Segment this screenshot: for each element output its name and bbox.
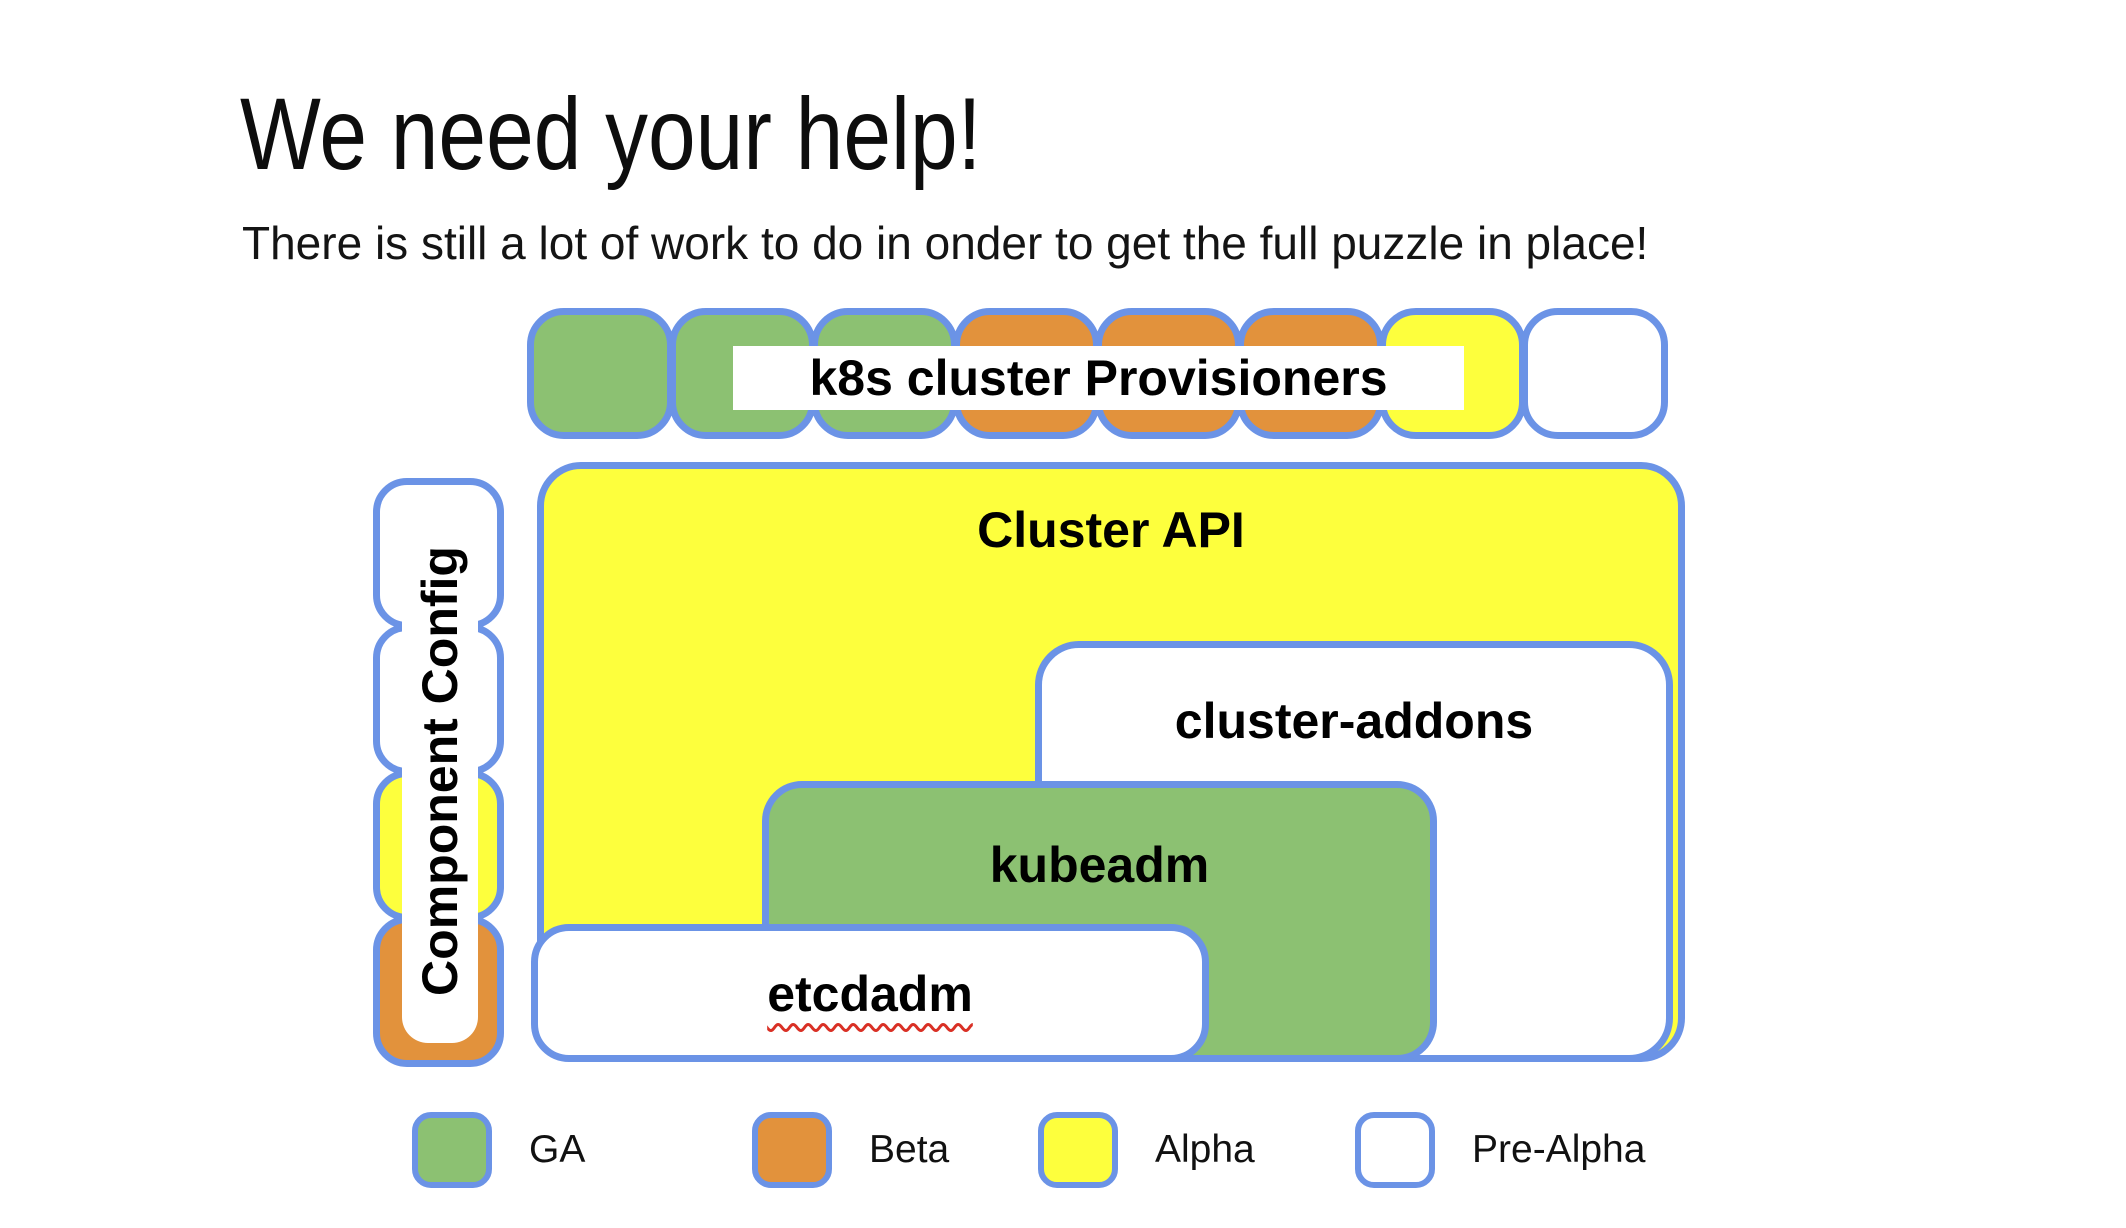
legend-label-beta: Beta bbox=[869, 1128, 950, 1171]
component-config-label-text: Component Config bbox=[412, 546, 468, 996]
legend-label-alpha: Alpha bbox=[1155, 1128, 1255, 1171]
legend-item-beta: Beta bbox=[752, 1112, 949, 1188]
provisioners-label: k8s cluster Provisioners bbox=[733, 346, 1464, 410]
cluster-api-label: Cluster API bbox=[977, 502, 1245, 558]
legend-swatch-beta bbox=[752, 1112, 832, 1188]
etcdadm-label-text: etcdadm bbox=[767, 966, 973, 1022]
legend-swatch-alpha bbox=[1038, 1112, 1118, 1188]
kubeadm-label-text: kubeadm bbox=[989, 837, 1210, 893]
legend-item-alpha: Alpha bbox=[1038, 1112, 1255, 1188]
legend: GA Beta Alpha Pre-Alpha bbox=[0, 1112, 2126, 1192]
legend-swatch-ga bbox=[412, 1112, 492, 1188]
slide-title: We need your help! bbox=[240, 77, 982, 192]
component-config-label: Component Config bbox=[402, 499, 478, 1043]
legend-item-pre-alpha: Pre-Alpha bbox=[1355, 1112, 1645, 1188]
kubeadm-label: kubeadm bbox=[769, 836, 1430, 894]
etcdadm-box: etcdadm bbox=[531, 924, 1209, 1062]
etcdadm-label: etcdadm bbox=[538, 965, 1202, 1023]
slide-subtitle: There is still a lot of work to do in on… bbox=[242, 217, 1649, 269]
puzzle-piece-pre-alpha bbox=[1521, 308, 1668, 439]
legend-item-ga: GA bbox=[412, 1112, 585, 1188]
legend-swatch-pre-alpha bbox=[1355, 1112, 1435, 1188]
cluster-addons-label: cluster-addons bbox=[1174, 693, 1534, 749]
legend-label-pre-alpha: Pre-Alpha bbox=[1472, 1128, 1646, 1171]
puzzle-piece-ga bbox=[527, 308, 674, 439]
legend-label-ga: GA bbox=[529, 1128, 586, 1171]
